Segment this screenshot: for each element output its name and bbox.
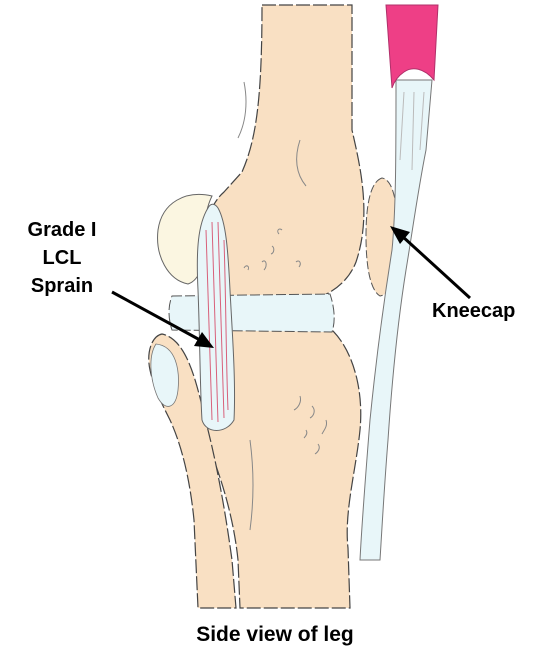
kneecap-arrow-line (402, 236, 470, 298)
meniscus-band (169, 294, 334, 332)
sprain-label-line-1: Grade I (6, 216, 118, 244)
kneecap-label: Kneecap (432, 297, 515, 325)
diagram-caption: Side view of leg (0, 621, 550, 649)
quadriceps-muscle (386, 5, 438, 88)
sprain-label: Grade I LCL Sprain (6, 216, 118, 300)
sprain-label-line-2: LCL (6, 244, 118, 272)
sprain-label-line-3: Sprain (6, 272, 118, 300)
patellar-tendon (360, 80, 432, 560)
